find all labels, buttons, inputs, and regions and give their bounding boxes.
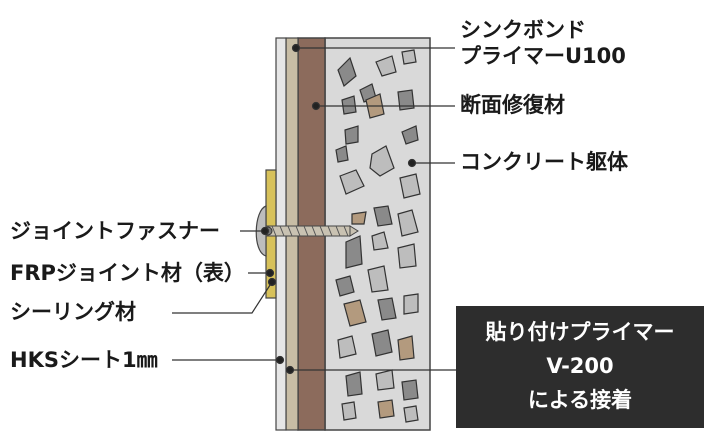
leader-lines [172,43,456,375]
label-hks-sheet: HKSシート1㎜ [10,348,158,372]
label-frp-joint: FRPジョイント材（表） [10,261,245,285]
label-primer-u100-line1: シンクボンド [460,18,586,42]
callout-line-3: による接着 [527,388,633,412]
label-joint-fastener: ジョイントファスナー [10,219,220,243]
joint-fastener-screw [263,225,359,237]
label-concrete-body: コンクリート躯体 [460,150,628,174]
callout-line-1: 貼り付けプライマー [485,320,675,344]
callout-line-2: V-200 [546,354,614,378]
label-sealing: シーリング材 [10,300,136,324]
label-primer-u100-line2: プライマーU100 [460,44,626,68]
label-repair-material: 断面修復材 [460,93,565,117]
primer-v200-callout: 貼り付けプライマー V-200 による接着 [456,306,704,428]
